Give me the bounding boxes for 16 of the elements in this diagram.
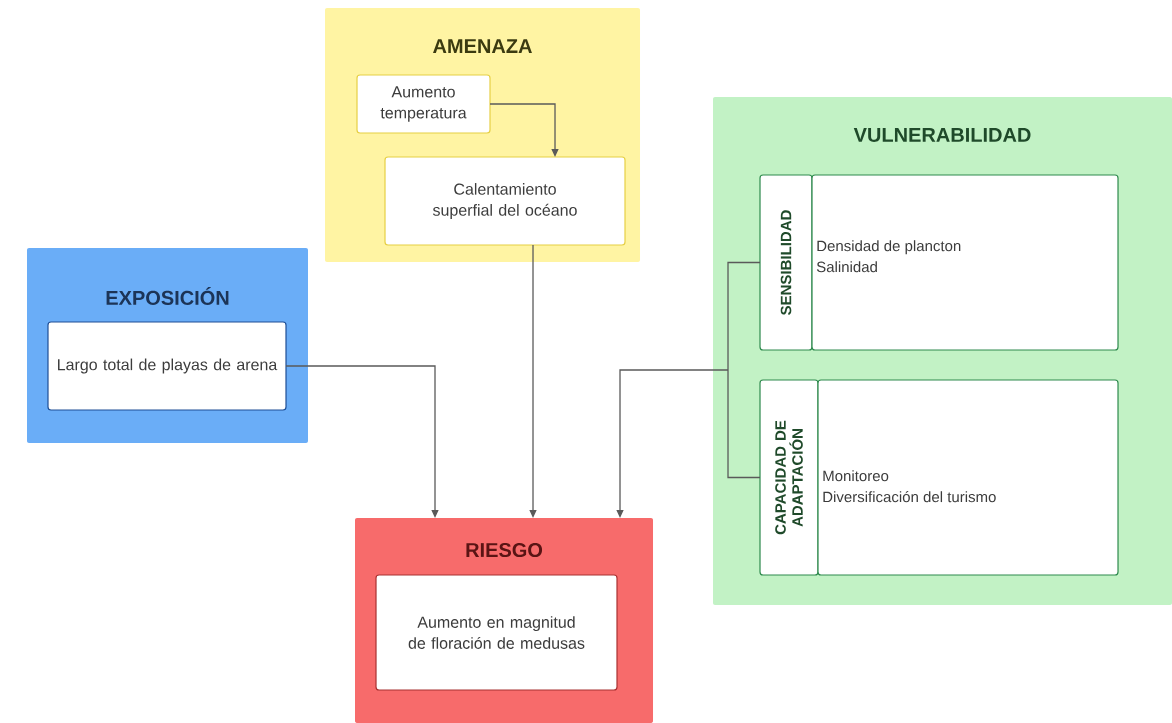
text-box: Aumento en magnitud de floración de medusas <box>375 574 618 691</box>
panel-title: RIESGO <box>466 542 543 558</box>
category-tab: SENSIBILIDAD <box>759 174 813 351</box>
text-box: Aumento temperatura <box>356 74 491 134</box>
list-box: Densidad de plancton Salinidad <box>811 174 1119 351</box>
arrow <box>285 365 439 518</box>
arrow <box>529 244 537 518</box>
text-box: Largo total de playas de arena <box>47 321 287 411</box>
category-tab: CAPACIDAD DE ADAPTACIÓN <box>759 379 819 576</box>
panel-title: AMENAZA <box>433 39 532 53</box>
bracket-arrow <box>616 261 761 518</box>
panel-title: EXPOSICIÓN <box>106 287 229 305</box>
text-box: Calentamiento superfial del océano <box>384 156 626 246</box>
list-box: Monitoreo Diversificación del turismo <box>817 379 1119 576</box>
arrow <box>489 103 559 157</box>
panel-title: VULNERABILIDAD <box>853 128 1031 142</box>
